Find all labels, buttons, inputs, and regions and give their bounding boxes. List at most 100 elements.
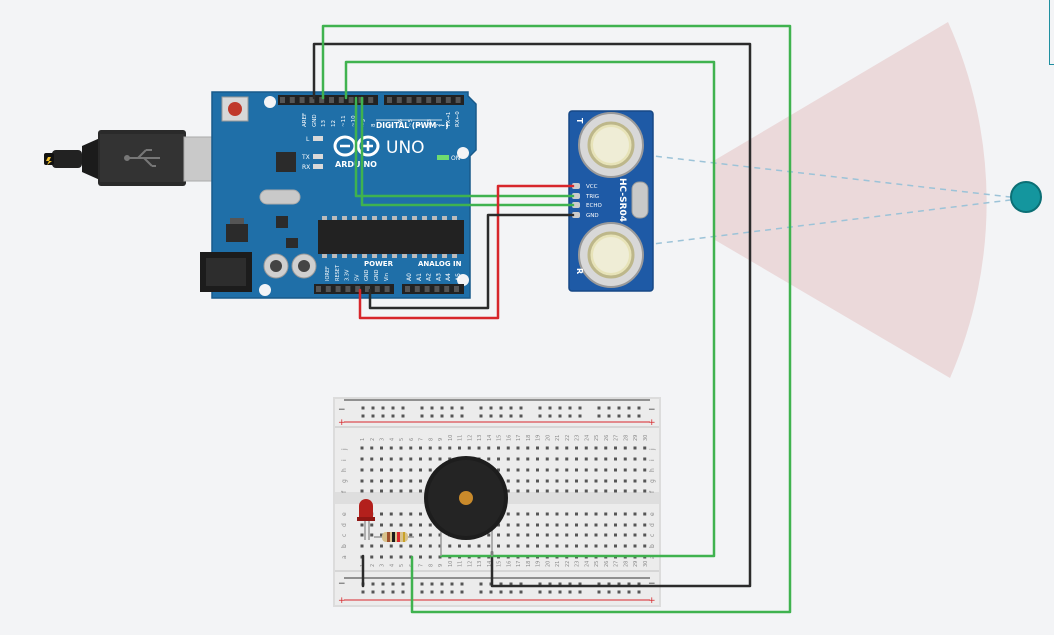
wire-green-echo[interactable]	[354, 96, 575, 198]
sensor-pin[interactable]	[572, 183, 580, 189]
breadboard-hole[interactable]	[555, 544, 559, 548]
breadboard-hole[interactable]	[401, 582, 405, 586]
breadboard-hole[interactable]	[371, 406, 375, 410]
breadboard-hole[interactable]	[438, 457, 442, 461]
header-hole[interactable]	[387, 97, 392, 103]
breadboard-hole[interactable]	[568, 590, 572, 594]
breadboard-hole[interactable]	[380, 468, 383, 472]
wire-black-gnd-buzzer[interactable]	[312, 42, 752, 588]
breadboard-hole[interactable]	[419, 446, 422, 450]
breadboard-hole[interactable]	[594, 468, 598, 472]
breadboard-hole[interactable]	[448, 457, 452, 461]
breadboard-hole[interactable]	[458, 544, 461, 548]
breadboard-hole[interactable]	[555, 468, 559, 472]
breadboard-hole[interactable]	[568, 582, 572, 586]
breadboard-hole[interactable]	[536, 457, 539, 461]
breadboard-hole[interactable]	[633, 468, 637, 472]
breadboard-hole[interactable]	[381, 414, 385, 418]
breadboard-hole[interactable]	[479, 406, 483, 410]
breadboard-hole[interactable]	[627, 414, 631, 418]
sensor-pin[interactable]	[572, 212, 580, 218]
breadboard-hole[interactable]	[430, 406, 434, 410]
red-led[interactable]	[357, 499, 375, 540]
breadboard-hole[interactable]	[643, 446, 647, 450]
breadboard-hole[interactable]	[409, 479, 413, 483]
breadboard-hole[interactable]	[607, 590, 611, 594]
breadboard-hole[interactable]	[497, 523, 500, 527]
breadboard-hole[interactable]	[597, 414, 601, 418]
breadboard-hole[interactable]	[584, 457, 588, 461]
breadboard-hole[interactable]	[477, 446, 481, 450]
breadboard-hole[interactable]	[438, 533, 442, 537]
breadboard-hole[interactable]	[516, 523, 520, 527]
breadboard-hole[interactable]	[623, 457, 627, 461]
breadboard-hole[interactable]	[643, 544, 647, 548]
breadboard-hole[interactable]	[428, 533, 432, 537]
breadboard-hole[interactable]	[389, 523, 393, 527]
breadboard-hole[interactable]	[594, 489, 598, 493]
breadboard-hole[interactable]	[440, 582, 444, 586]
header-hole[interactable]	[445, 97, 451, 103]
breadboard-hole[interactable]	[497, 457, 500, 461]
header-hole[interactable]	[325, 286, 331, 292]
breadboard-hole[interactable]	[419, 468, 422, 472]
breadboard-hole[interactable]	[477, 544, 481, 548]
breadboard-hole[interactable]	[389, 512, 393, 516]
breadboard-hole[interactable]	[361, 590, 365, 594]
breadboard-hole[interactable]	[370, 468, 374, 472]
breadboard-hole[interactable]	[548, 414, 552, 418]
breadboard-hole[interactable]	[399, 457, 403, 461]
header-hole[interactable]	[335, 286, 341, 292]
header-hole[interactable]	[355, 286, 361, 292]
breadboard-hole[interactable]	[506, 523, 510, 527]
breadboard-hole[interactable]	[458, 446, 461, 450]
breadboard-hole[interactable]	[419, 555, 422, 559]
breadboard-hole[interactable]	[526, 446, 530, 450]
breadboard-hole[interactable]	[643, 479, 647, 483]
breadboard-hole[interactable]	[519, 414, 523, 418]
breadboard-hole[interactable]	[643, 512, 647, 516]
breadboard-hole[interactable]	[499, 406, 503, 410]
breadboard-hole[interactable]	[555, 479, 559, 483]
breadboard-hole[interactable]	[399, 512, 403, 516]
breadboard-hole[interactable]	[389, 457, 393, 461]
breadboard-hole[interactable]	[506, 457, 510, 461]
breadboard-hole[interactable]	[623, 533, 627, 537]
breadboard-hole[interactable]	[399, 479, 403, 483]
breadboard-hole[interactable]	[380, 446, 383, 450]
breadboard-hole[interactable]	[584, 544, 588, 548]
breadboard-hole[interactable]	[438, 555, 442, 559]
breadboard-hole[interactable]	[614, 446, 617, 450]
breadboard-hole[interactable]	[578, 590, 582, 594]
breadboard-hole[interactable]	[509, 414, 513, 418]
breadboard-hole[interactable]	[526, 512, 530, 516]
breadboard-hole[interactable]	[516, 544, 520, 548]
breadboard-hole[interactable]	[370, 489, 374, 493]
breadboard-hole[interactable]	[575, 479, 578, 483]
breadboard-hole[interactable]	[380, 544, 383, 548]
breadboard-hole[interactable]	[419, 533, 422, 537]
breadboard-hole[interactable]	[643, 489, 647, 493]
breadboard-hole[interactable]	[536, 479, 539, 483]
breadboard-hole[interactable]	[627, 406, 631, 410]
breadboard-hole[interactable]	[371, 590, 375, 594]
breadboard-hole[interactable]	[617, 414, 621, 418]
breadboard-hole[interactable]	[604, 479, 608, 483]
breadboard-hole[interactable]	[391, 590, 395, 594]
breadboard-hole[interactable]	[584, 512, 588, 516]
breadboard-hole[interactable]	[428, 457, 432, 461]
breadboard-hole[interactable]	[499, 590, 503, 594]
breadboard-hole[interactable]	[565, 468, 569, 472]
breadboard-hole[interactable]	[409, 512, 413, 516]
header-hole[interactable]	[368, 97, 374, 103]
breadboard-hole[interactable]	[460, 406, 464, 410]
breadboard-hole[interactable]	[401, 406, 405, 410]
breadboard-hole[interactable]	[575, 512, 578, 516]
breadboard-hole[interactable]	[460, 414, 464, 418]
breadboard-hole[interactable]	[438, 446, 442, 450]
breadboard-hole[interactable]	[487, 533, 491, 537]
breadboard-hole[interactable]	[614, 544, 617, 548]
breadboard-hole[interactable]	[623, 523, 627, 527]
breadboard-hole[interactable]	[568, 406, 572, 410]
